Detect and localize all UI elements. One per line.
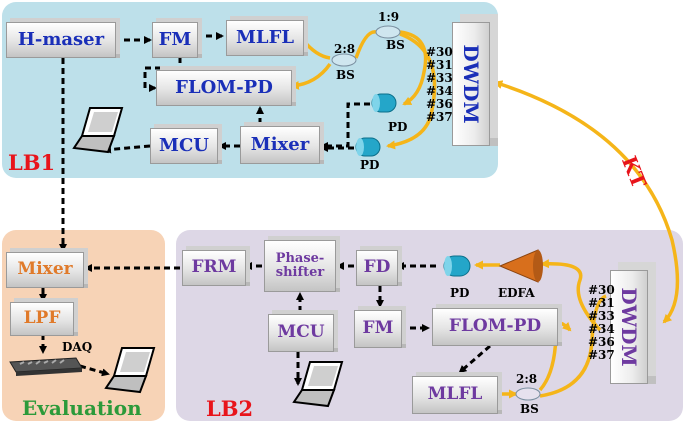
lb1-port: #36	[426, 97, 453, 111]
lb2-port: #33	[588, 309, 615, 323]
fd-label: FD	[363, 257, 391, 278]
fiber-mlfl-bs28	[301, 38, 331, 60]
lpf-box: LPF	[10, 302, 74, 336]
lb1-mixer-box: Mixer	[240, 126, 320, 164]
lb1-mlfl-box: MLFL	[226, 20, 304, 56]
lb1-bs-mid-ratio: 2:8	[334, 42, 356, 56]
hmaser-box: H-maser	[6, 22, 116, 58]
laptop-lb1-icon	[72, 107, 124, 154]
lb1-mixer-label: Mixer	[250, 133, 310, 155]
fiber-bs28-flompd	[290, 62, 332, 90]
lb1-port: #37	[426, 110, 453, 124]
lb2-mcu-label: MCU	[277, 322, 325, 343]
bs-1-9-shape	[375, 25, 401, 39]
lb2-mlfl-label: MLFL	[427, 384, 483, 405]
lb1-bs-mid-label: BS	[336, 68, 355, 82]
fiber-dwdm-pd2	[386, 32, 437, 150]
flompd-to-mlfl	[458, 344, 491, 374]
lb2-dwdm-box: DWDM	[610, 270, 648, 384]
bs-lb2-shape	[515, 387, 541, 401]
laptop-eval-icon	[104, 347, 156, 394]
lb2-flompd-label: FLOM-PD	[448, 316, 542, 337]
lb2-port: #36	[588, 335, 615, 349]
lb2-fm-box: FM	[354, 310, 402, 348]
lb2-port: #31	[588, 296, 615, 310]
daq-label: DAQ	[62, 340, 93, 354]
bs-2-8-shape	[331, 53, 357, 67]
phase-shifter-label: Phase-shifter	[275, 251, 325, 280]
lb2-fm-label: FM	[362, 318, 394, 339]
fiber-bs28-bs19	[354, 30, 377, 59]
edfa-label: EDFA	[498, 286, 535, 300]
lb2-mlfl-box: MLFL	[412, 376, 498, 414]
lb1-dwdm-box: DWDM	[452, 22, 490, 146]
lb2-pd-label: PD	[450, 286, 470, 300]
fiber-dwdm-edfa	[540, 259, 602, 332]
lb2-mcu-box: MCU	[268, 314, 334, 352]
evaluation-region-label: Evaluation	[22, 396, 142, 420]
lb1-fm-label: FM	[158, 28, 192, 50]
lb1-fm-box: FM	[152, 22, 198, 58]
daq-to-laptop	[79, 364, 110, 377]
eval-mixer-box: Mixer	[6, 252, 84, 288]
lb1-port: #30	[426, 45, 453, 59]
lb1-bs-top-ratio: 1:9	[378, 10, 400, 24]
lb1-mlfl-label: MLFL	[235, 26, 295, 48]
flompd-to-fm-loop	[143, 57, 182, 92]
lb1-mcu-box: MCU	[150, 128, 218, 164]
edfa-shape	[498, 249, 543, 283]
eval-mixer-label: Mixer	[17, 259, 73, 280]
lb2-flompd-box: FLOM-PD	[432, 308, 558, 346]
laptop-lb2-icon	[292, 361, 344, 408]
lb1-flompd-box: FLOM-PD	[156, 70, 292, 106]
lb1-port: #33	[426, 71, 453, 85]
lb1-port-list: #30 #31 #33 #34 #36 #37	[426, 46, 453, 124]
pd1-shape	[371, 93, 397, 113]
lb1-pd1-label: PD	[388, 120, 408, 134]
mcu-to-laptop1	[103, 144, 151, 154]
frm-box: FRM	[182, 250, 246, 286]
fiber-kt-link	[493, 80, 680, 324]
lb2-dwdm-label: DWDM	[617, 287, 641, 367]
pd2-shape	[355, 137, 381, 157]
lb2-port: #30	[588, 283, 615, 297]
fiber-bs19-dwdm-pd1	[399, 30, 428, 106]
lb2-bs-label: BS	[520, 402, 539, 416]
fd-box: FD	[356, 250, 398, 286]
pd1-to-mixer	[320, 102, 370, 150]
lb1-port: #31	[426, 58, 453, 72]
lb1-bs-top-label: BS	[386, 38, 405, 52]
lb1-dwdm-label: DWDM	[459, 44, 483, 124]
lb2-port: #34	[588, 322, 615, 336]
lb1-region-label: LB1	[8, 150, 56, 175]
daq-board-icon	[9, 357, 83, 376]
fiber-bs-dwdm	[539, 294, 607, 398]
lb2-port: #37	[588, 348, 615, 362]
lb1-flompd-label: FLOM-PD	[175, 76, 273, 98]
lb1-pd2-label: PD	[360, 158, 380, 172]
lb2-port-list: #30 #31 #33 #34 #36 #37	[588, 284, 615, 362]
lb1-mcu-label: MCU	[159, 134, 209, 156]
frm-label: FRM	[191, 257, 237, 278]
phase-shifter-box: Phase-shifter	[264, 240, 336, 292]
lb2-bs-ratio: 2:8	[516, 372, 538, 386]
lpf-label: LPF	[23, 308, 61, 329]
lb2-region-label: LB2	[206, 396, 254, 421]
hmaser-label: H-maser	[17, 28, 105, 50]
pd-lb2-shape	[443, 255, 471, 277]
lb1-port: #34	[426, 84, 453, 98]
